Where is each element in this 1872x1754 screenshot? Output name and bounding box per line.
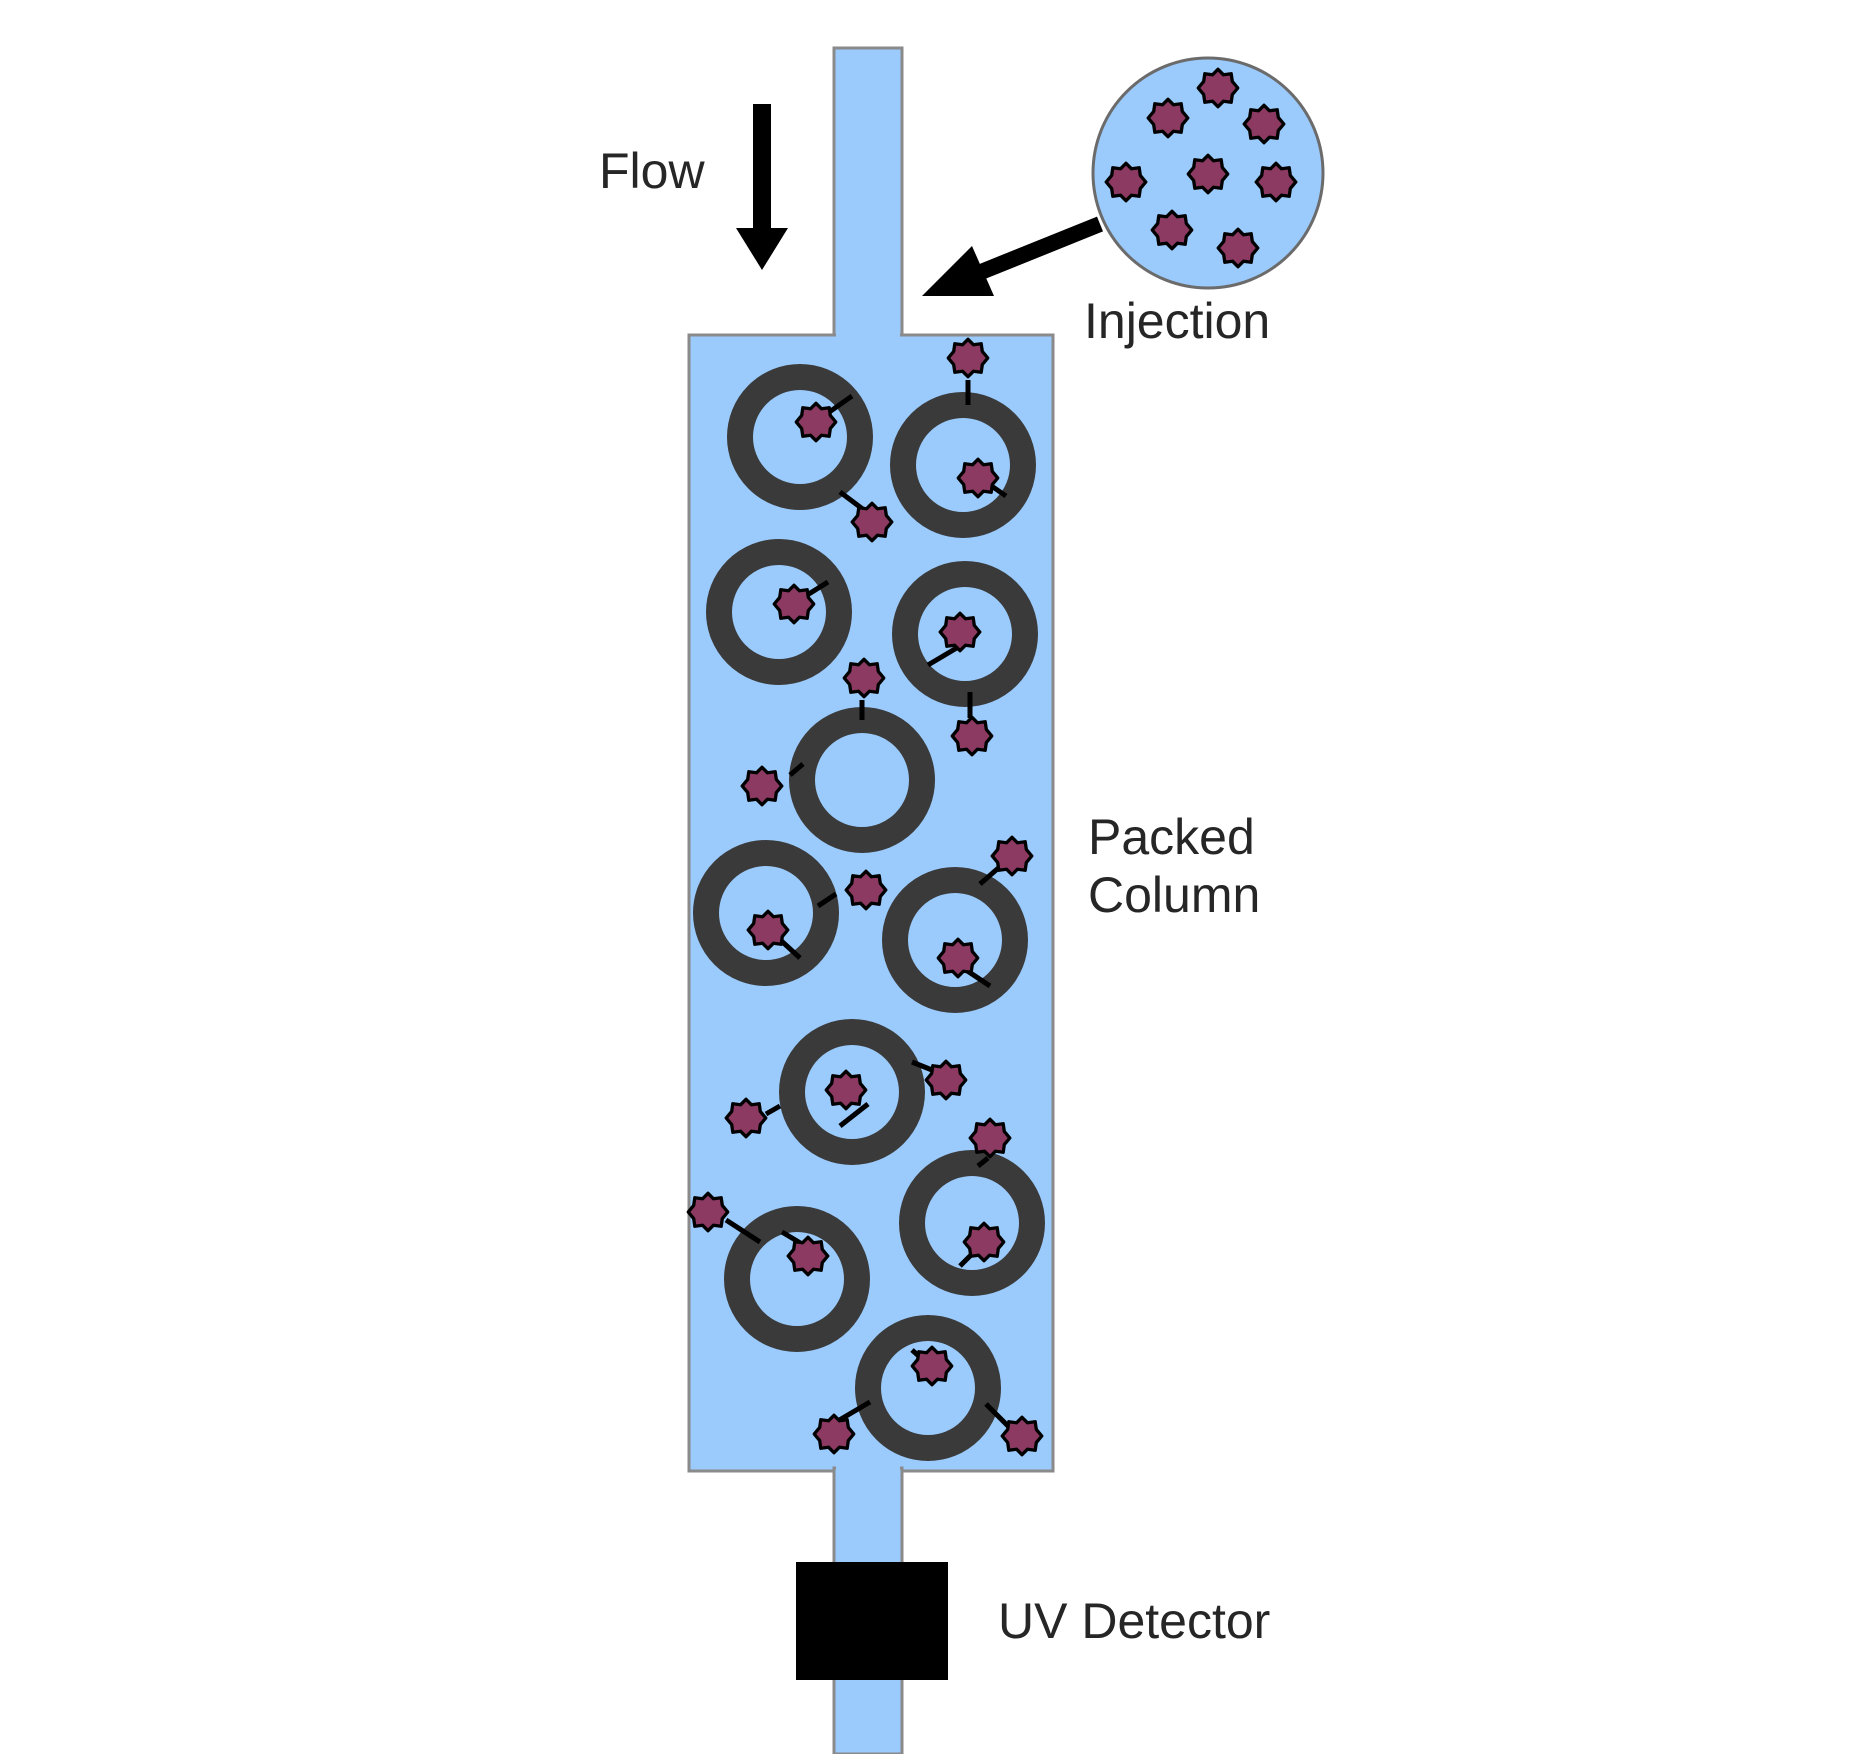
analyte-molecule-icon	[794, 401, 838, 443]
porous-bead-icon	[892, 561, 1038, 707]
outlet-joint	[836, 1464, 900, 1474]
porous-bead-icon	[779, 1019, 925, 1165]
uv-detector-block	[796, 1562, 948, 1680]
analyte-molecule-icon	[990, 835, 1034, 877]
analyte-molecule-icon	[968, 1117, 1012, 1159]
analyte-molecule-icon	[812, 1413, 856, 1455]
inlet-tube	[832, 46, 904, 340]
pointer-arrow-icon	[922, 216, 1103, 296]
porous-bead-icon	[890, 392, 1036, 538]
porous-bead-icon	[882, 867, 1028, 1013]
analyte-molecule-icon	[724, 1097, 768, 1139]
analyte-molecule-icon	[842, 657, 886, 699]
uv-detector-label: UV Detector	[998, 1593, 1270, 1649]
analyte-molecule-icon	[938, 611, 982, 653]
analyte-molecule-icon	[1196, 67, 1240, 109]
analyte-molecule-icon	[962, 1221, 1006, 1263]
injection-sample	[1091, 56, 1325, 290]
analyte-molecule-icon	[1150, 209, 1194, 251]
analyte-molecule-icon	[1146, 97, 1190, 139]
analyte-molecule-icon	[786, 1235, 830, 1277]
porous-bead-icon	[693, 840, 839, 986]
porous-bead-icon	[727, 364, 873, 510]
analyte-molecule-icon	[1254, 161, 1298, 203]
analyte-molecule-icon	[936, 937, 980, 979]
flow-label: Flow	[599, 143, 705, 199]
analyte-molecule-icon	[924, 1059, 968, 1101]
porous-bead-icon	[899, 1150, 1045, 1296]
porous-bead-icon	[724, 1206, 870, 1352]
analyte-molecule-icon	[950, 715, 994, 757]
analyte-molecule-icon	[1242, 103, 1286, 145]
analyte-molecule-icon	[946, 337, 990, 379]
down-arrow-icon	[736, 104, 788, 270]
analyte-molecule-icon	[910, 1345, 954, 1387]
analyte-molecule-icon	[850, 501, 894, 543]
stationary-phase	[693, 364, 1045, 1461]
analyte-molecule-icon	[772, 583, 816, 625]
analyte-molecule-icon	[1104, 161, 1148, 203]
packed-column-label-line1: Packed	[1088, 809, 1255, 865]
analyte-molecule-icon	[746, 909, 790, 951]
analyte-molecule-icon	[1000, 1415, 1044, 1457]
porous-bead-icon	[855, 1315, 1001, 1461]
inlet-joint	[836, 330, 900, 340]
analyte-molecule-icon	[956, 457, 1000, 499]
analyte-molecule-icon	[740, 765, 784, 807]
analyte-molecule-icon	[686, 1191, 730, 1233]
injection-label: Injection	[1084, 293, 1270, 349]
packed-column-label-line2: Column	[1088, 867, 1260, 923]
analyte-molecule-icon	[1186, 153, 1230, 195]
analyte-molecule-icon	[844, 869, 888, 911]
porous-bead-icon	[706, 539, 852, 685]
analyte-molecule-icon	[824, 1069, 868, 1111]
analyte-molecule-icon	[1216, 227, 1260, 269]
